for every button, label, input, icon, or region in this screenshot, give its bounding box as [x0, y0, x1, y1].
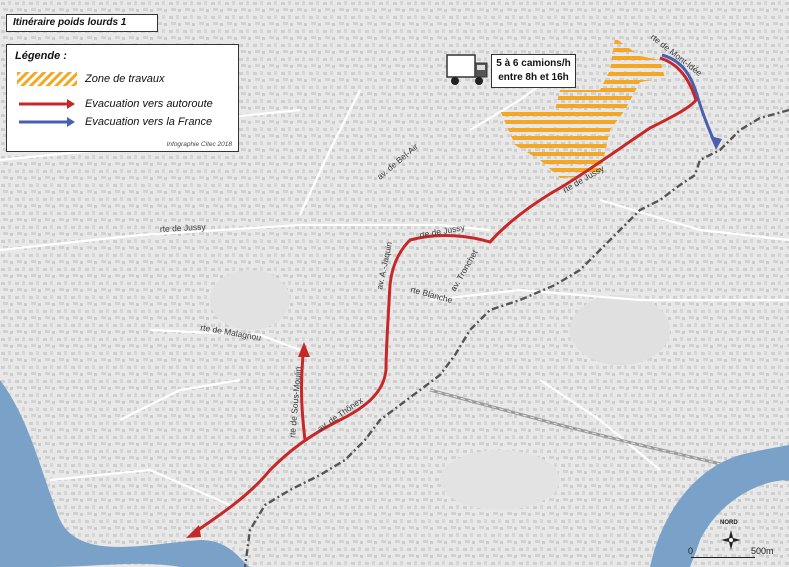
- scale-start: 0: [688, 546, 694, 556]
- route-motorway: [194, 56, 698, 534]
- truck-note-line: 5 à 6 camions/h: [496, 58, 571, 69]
- legend-label: Evacuation vers autoroute: [85, 98, 213, 110]
- truck-icon: [446, 54, 488, 85]
- hatch-swatch-icon: [17, 72, 77, 86]
- route-spur-arrowhead: [298, 342, 310, 357]
- truck-note: 5 à 6 camions/h entre 8h et 16h: [446, 53, 577, 89]
- park-area: [210, 270, 290, 330]
- compass-rose-icon: [721, 530, 741, 550]
- scale-bar: 0 500m: [688, 520, 788, 560]
- river-foron: [650, 445, 789, 567]
- park-area: [570, 295, 670, 365]
- map-title: Itinéraire poids lourds 1: [6, 14, 158, 32]
- park-area: [440, 450, 560, 510]
- north-label: NORD: [720, 520, 738, 526]
- truck-note-line: entre 8h et 16h: [498, 72, 569, 83]
- legend-item-motorway: Evacuation vers autoroute: [17, 97, 237, 111]
- minor-roads: [0, 69, 789, 507]
- route-france: [661, 53, 718, 146]
- scale-end: 500m: [751, 546, 774, 556]
- national-border: [243, 108, 789, 567]
- legend: Légende : Zone de travaux Evacuation ver…: [6, 44, 239, 152]
- red-arrow-icon: [19, 99, 75, 109]
- legend-label: Evacuation vers la France: [85, 116, 213, 128]
- river-seymaz: [0, 380, 250, 567]
- legend-label: Zone de travaux: [85, 73, 165, 85]
- blue-arrow-icon: [19, 117, 75, 127]
- legend-heading: Légende :: [15, 50, 67, 62]
- street-label: rte de Jussy: [160, 222, 207, 234]
- route-motorway-arrowhead: [186, 525, 201, 538]
- route-spur: [300, 354, 307, 441]
- scale-line: [691, 557, 755, 558]
- route-france-arrowhead: [710, 136, 722, 150]
- railway-dash: [429, 389, 789, 481]
- legend-item-france: Evacuation vers la France: [17, 115, 237, 129]
- legend-item-works: Zone de travaux: [17, 72, 237, 86]
- truck-note-text: 5 à 6 camions/h entre 8h et 16h: [491, 54, 576, 88]
- legend-credit: Infographie Citec 2018: [166, 141, 232, 148]
- works-zone: [500, 38, 665, 178]
